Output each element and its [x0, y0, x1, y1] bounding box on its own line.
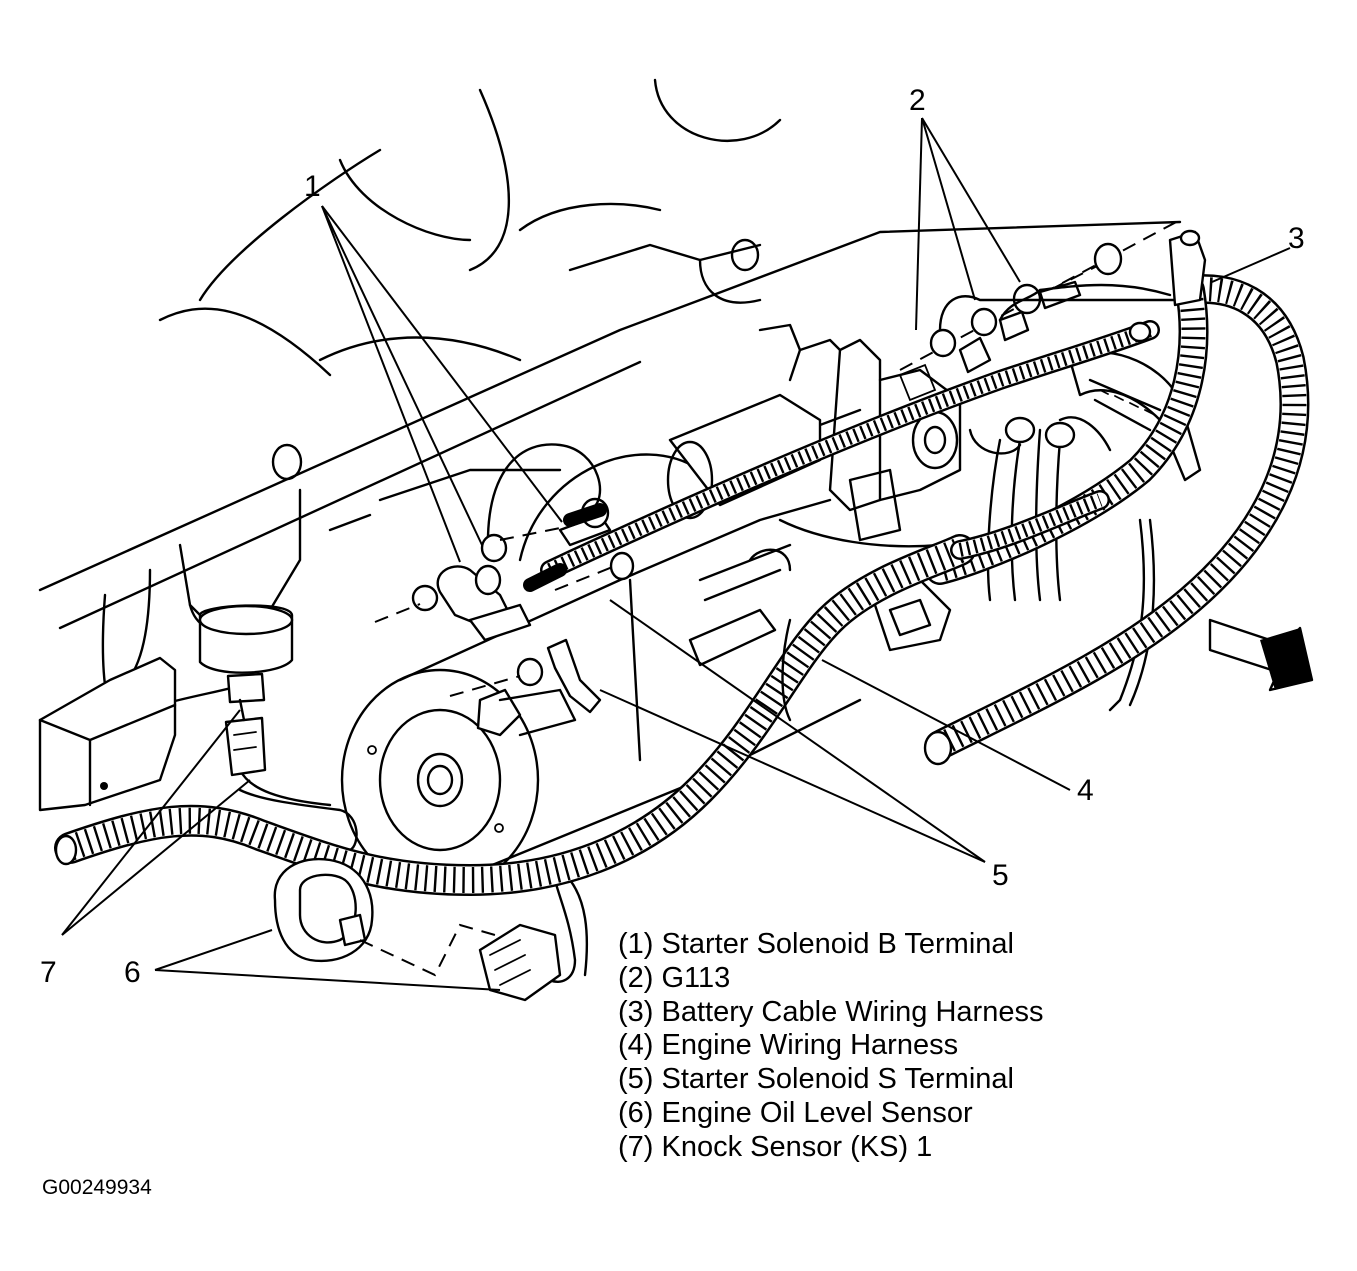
legend-item: (2) G113 — [618, 961, 731, 994]
legend-item: (1) Starter Solenoid B Terminal — [618, 928, 1014, 960]
component-legend: (1) Starter Solenoid B Terminal (2) G113… — [618, 928, 1043, 1165]
legend-item: (7) Knock Sensor (KS) 1 — [618, 1130, 933, 1163]
small-wires — [238, 283, 1182, 983]
legend-item: (6) Engine Oil Level Sensor — [618, 1096, 973, 1129]
engine-block-outline — [38, 78, 1182, 762]
legend-item: (3) Battery Cable Wiring Harness — [618, 995, 1044, 1028]
battery-cable-harness — [523, 229, 1310, 766]
legend-item: (5) Starter Solenoid S Terminal — [618, 1063, 1014, 1096]
knock-sensor — [198, 604, 294, 777]
oil-pan-bracket — [38, 488, 302, 812]
direction-arrow-icon — [1208, 618, 1314, 692]
g113-ground-hardware — [898, 219, 1200, 402]
engine-wiring-harness — [54, 490, 1110, 896]
callout-1: 1 — [304, 170, 321, 203]
leader-lines — [61, 117, 1291, 991]
callout-2: 2 — [909, 84, 926, 117]
callout-3: 3 — [1288, 222, 1305, 255]
callout-7: 7 — [40, 956, 57, 989]
callout-4: 4 — [1077, 774, 1094, 807]
figure-id: G00249934 — [42, 1176, 152, 1199]
callout-6: 6 — [124, 956, 141, 989]
callout-5: 5 — [992, 859, 1009, 892]
legend-item: (4) Engine Wiring Harness — [618, 1029, 959, 1062]
